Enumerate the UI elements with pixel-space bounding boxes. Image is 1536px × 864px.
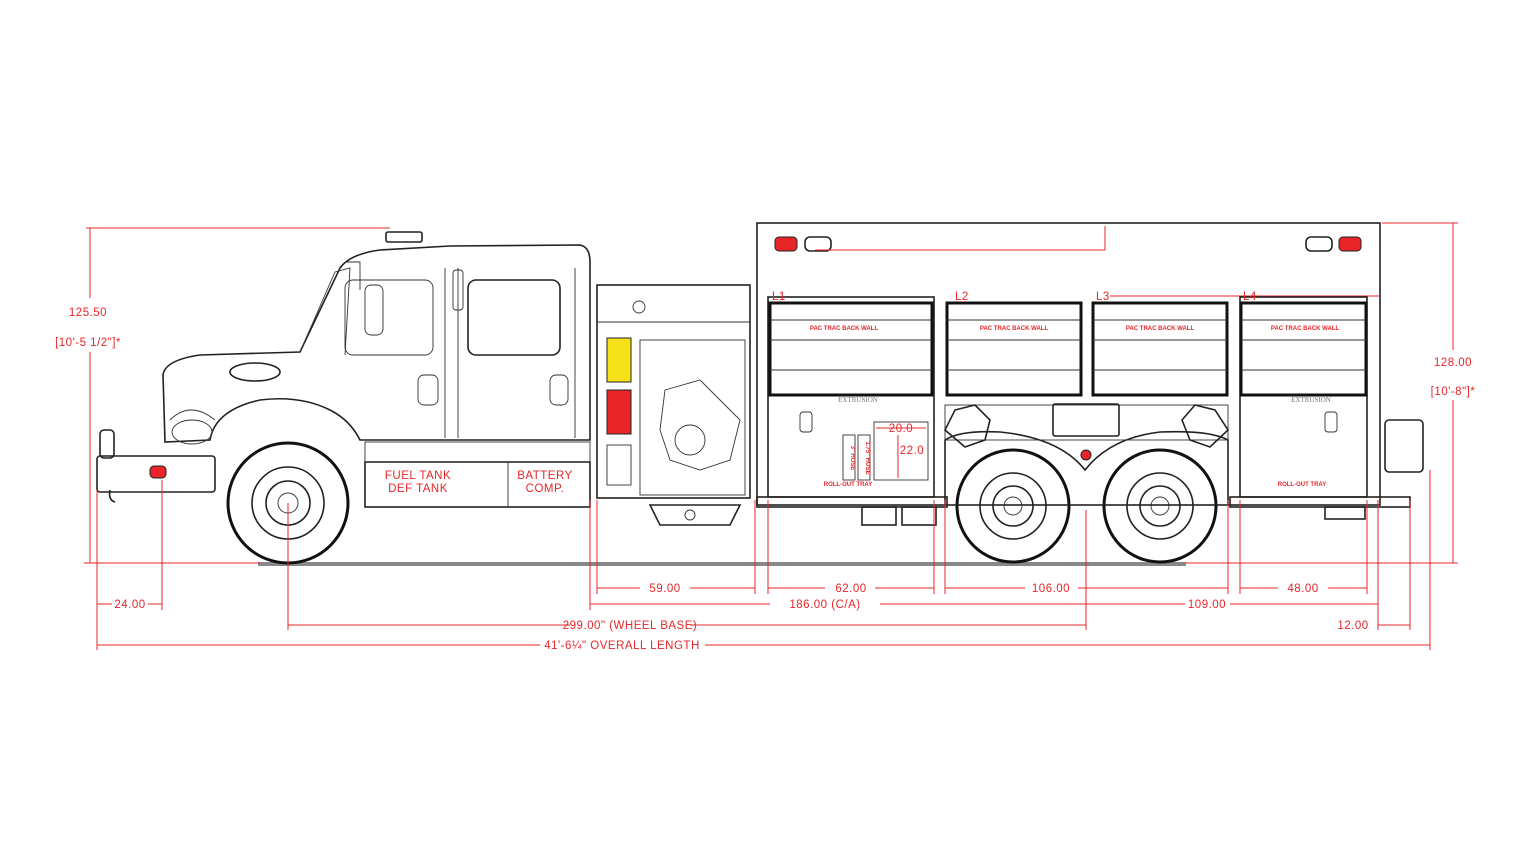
fuel-tank-label: FUEL TANK xyxy=(385,470,451,482)
compartment-l2: L2 PAC TRAC BACK WALL xyxy=(945,291,1083,397)
compartment-label: L2 xyxy=(955,291,969,303)
dim-59: 59.00 xyxy=(649,583,680,595)
compartment-label: L4 xyxy=(1243,291,1257,303)
back-wall-label: PAC TRAC BACK WALL xyxy=(810,326,879,332)
back-wall-label: PAC TRAC BACK WALL xyxy=(1271,326,1340,332)
battery-label: BATTERY xyxy=(517,470,572,482)
rear-wheel-2 xyxy=(1102,448,1218,564)
dim-109: 109.00 xyxy=(1188,599,1226,611)
dim-12: 12.00 xyxy=(1337,620,1368,632)
compartment-label: L3 xyxy=(1096,291,1110,303)
tray-label: ROLL-OUT TRAY xyxy=(1278,482,1326,488)
right-height-imperial: [10'-8"]* xyxy=(1431,386,1476,398)
hose-bed-width: 20.0 xyxy=(889,423,913,435)
hose-bed-height: 22.0 xyxy=(900,445,924,457)
dim-overall-length: 41'-6¼" OVERALL LENGTH xyxy=(544,640,700,652)
dimension-lines xyxy=(84,222,1458,650)
dim-48: 48.00 xyxy=(1287,583,1318,595)
dim-24: 24.00 xyxy=(114,599,145,611)
right-height-value: 128.00 xyxy=(1434,357,1472,369)
left-height-value: 125.50 xyxy=(69,307,107,319)
back-wall-label: PAC TRAC BACK WALL xyxy=(980,326,1049,332)
compartment-l4: L4 PAC TRAC BACK WALL EXTRUSION ROLL-OUT… xyxy=(1239,291,1368,488)
hose-bed: 3" HOSE 1.75" HOSE 20.0 22.0 xyxy=(842,421,929,481)
dim-cab-to-axle: 186.00 (C/A) xyxy=(789,599,860,611)
hose-label: 3" HOSE xyxy=(849,446,855,471)
compartment-label: L1 xyxy=(772,291,786,303)
extrusion-label: EXTRUSION xyxy=(1291,396,1331,404)
dim-wheelbase: 299.00" (WHEEL BASE) xyxy=(563,620,697,632)
back-wall-label: PAC TRAC BACK WALL xyxy=(1126,326,1195,332)
hose-label: 1.75" HOSE xyxy=(864,441,870,474)
battery-comp-label: COMP. xyxy=(526,483,565,495)
compartment-l1: L1 PAC TRAC BACK WALL EXTRUSION ROLL-OUT… xyxy=(768,291,934,488)
pump-panel xyxy=(596,284,751,526)
def-tank-label: DEF TANK xyxy=(388,483,448,495)
left-height-imperial: [10'-5 1/2"]* xyxy=(55,337,121,349)
apparatus-body xyxy=(756,222,1424,526)
cab xyxy=(96,231,591,508)
dim-106: 106.00 xyxy=(1032,583,1070,595)
dim-62: 62.00 xyxy=(835,583,866,595)
tray-label: ROLL-OUT TRAY xyxy=(824,482,872,488)
compartment-l3: L3 PAC TRAC BACK WALL xyxy=(1091,291,1229,397)
rear-wheel-1 xyxy=(955,448,1071,564)
extrusion-label: EXTRUSION xyxy=(838,396,878,404)
